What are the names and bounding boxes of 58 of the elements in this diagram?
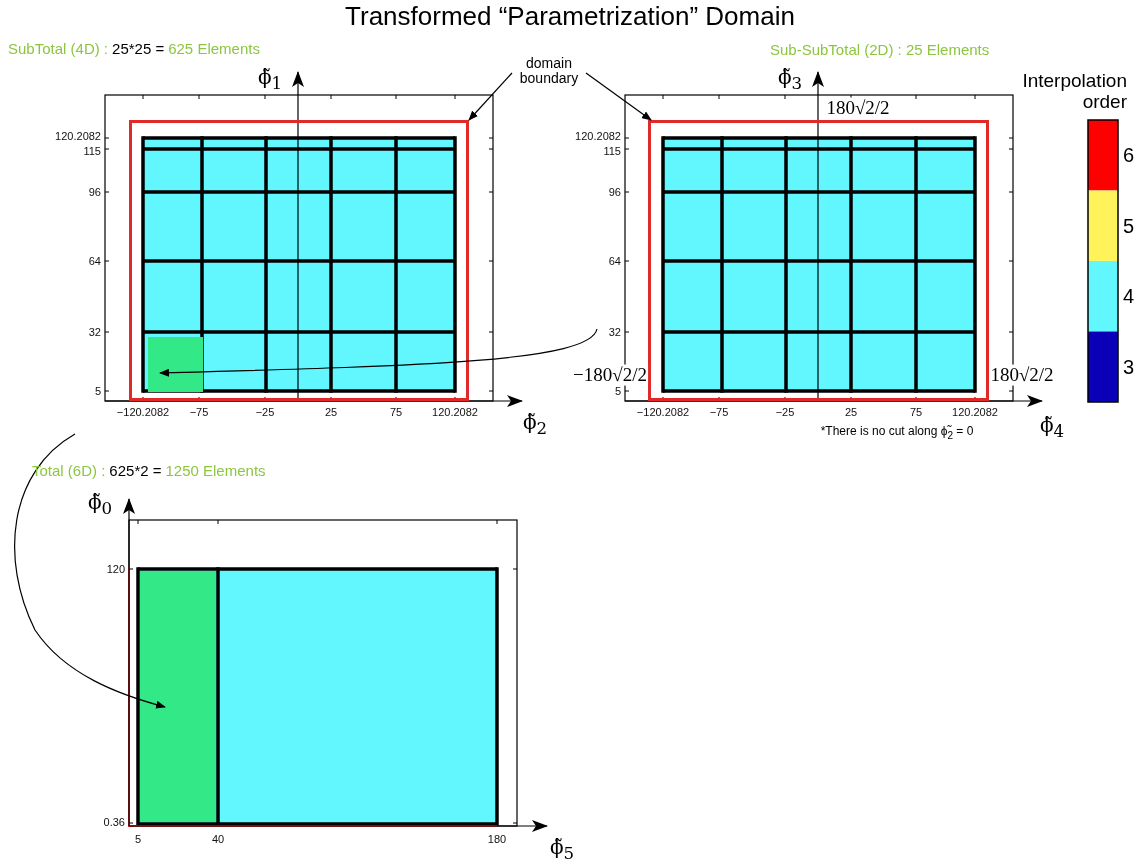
tick-label: 5 xyxy=(614,384,621,398)
axis-label: ϕ̃$_{3}$ xyxy=(777,66,803,94)
title: Transformed “Parametrization” Domain xyxy=(345,2,795,31)
highlighted-element xyxy=(148,337,203,392)
tick-label: 120.2082 xyxy=(575,129,621,143)
highlighted-element xyxy=(140,571,216,822)
tick-label: 32 xyxy=(608,325,621,339)
leader-line xyxy=(585,72,652,121)
tick-label: 96 xyxy=(88,185,101,199)
tick-label: 120 xyxy=(106,562,125,576)
tick-label: −120.2082 xyxy=(636,405,690,419)
tick-label: 5 xyxy=(94,384,101,398)
colorbar-title: Interpolation order xyxy=(1021,71,1127,113)
boundary-value: 180√2/2 xyxy=(989,364,1055,386)
leader-line xyxy=(468,72,513,121)
colorbar-label: 5 xyxy=(1123,214,1135,237)
domain-boundary-box xyxy=(648,120,989,401)
axis-label: ϕ̃$_{2}$ xyxy=(522,411,548,439)
subtotal-heading: Sub-SubTotal (2D) : 25 Elements xyxy=(770,41,990,59)
formula-text: 25*25 = xyxy=(112,41,165,58)
tick-label: 25 xyxy=(324,405,338,419)
tick-label: 32 xyxy=(88,325,101,339)
tick-label: −75 xyxy=(189,405,209,419)
tick-label: 180 xyxy=(487,832,507,846)
colorbar-label: 4 xyxy=(1123,285,1135,308)
tick-label: −25 xyxy=(255,405,275,419)
subtotal-heading: 625 Elements xyxy=(168,41,260,58)
tick-label: −120.2082 xyxy=(116,405,170,419)
tick-label: 75 xyxy=(389,405,403,419)
tick-label: 75 xyxy=(909,405,923,419)
colorbar-label: 6 xyxy=(1123,144,1135,167)
subtotal-heading: SubTotal (4D) : xyxy=(8,41,109,58)
tick-label: 25 xyxy=(844,405,858,419)
boundary-value: −180√2/2 xyxy=(572,364,648,386)
curved-arrow xyxy=(14,433,166,709)
tick-label: 64 xyxy=(88,254,101,268)
axis-label: ϕ̃$_{4}$ xyxy=(1039,414,1065,442)
tick-label: 115 xyxy=(603,144,621,158)
axis-label: ϕ̃$_{0}$ xyxy=(87,491,113,519)
tick-label: 0.36 xyxy=(103,815,125,829)
curved-arrow xyxy=(159,328,598,377)
axis-label: ϕ̃$_{5}$ xyxy=(549,836,575,864)
formula-text: 625*2 = xyxy=(109,463,162,480)
tick-label: 64 xyxy=(608,254,621,268)
tick-label: 5 xyxy=(134,832,142,846)
tick-label: 115 xyxy=(83,144,101,158)
tick-label: 120.2082 xyxy=(432,405,478,419)
tick-label: −25 xyxy=(775,405,795,419)
colorbar-label: 3 xyxy=(1123,355,1135,378)
callout-text: domain boundary xyxy=(512,56,586,88)
tick-label: 96 xyxy=(608,185,621,199)
tick-label: 120.2082 xyxy=(952,405,998,419)
footnote: *There is no cut along ϕ̃$_{2}$ = 0 xyxy=(820,425,974,441)
tick-label: 40 xyxy=(211,832,225,846)
subtotal-heading: 1250 Elements xyxy=(165,463,266,480)
tick-label: 120.2082 xyxy=(55,129,101,143)
axis-label: ϕ̃$_{1}$ xyxy=(257,66,283,94)
tick-label: −75 xyxy=(709,405,729,419)
